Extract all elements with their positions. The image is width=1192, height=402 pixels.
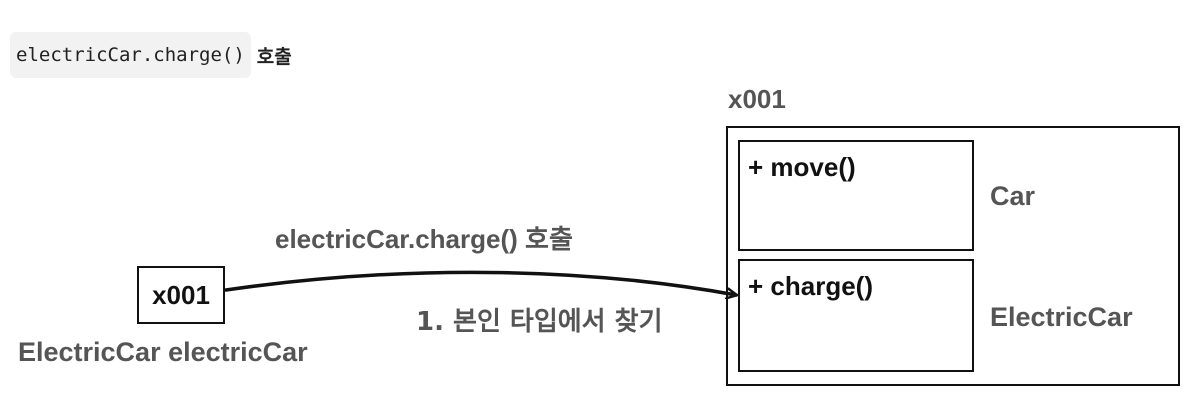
car-method-box: + move() [738, 140, 974, 251]
arrow-call-label: electricCar.charge() 호출 [275, 219, 573, 256]
call-arrow-path [224, 270, 736, 295]
heap-address-label: x001 [728, 84, 786, 114]
class-label-electriccar: ElectricCar [990, 302, 1133, 332]
arrow-call-code: electricCar.charge() [275, 224, 518, 254]
reference-value: x001 [152, 279, 210, 310]
inline-code: electricCar.charge() [10, 32, 251, 78]
caption-suffix: 호출 [256, 45, 292, 68]
method-move: + move() [748, 152, 856, 182]
step-label: 1. 본인 타입에서 찾기 [416, 307, 663, 337]
electriccar-method-box: + charge() [738, 259, 974, 372]
method-charge: + charge() [748, 271, 873, 301]
class-label-car: Car [990, 181, 1036, 211]
reference-value-box: x001 [137, 266, 225, 324]
arrow-call-suffix: 호출 [525, 225, 573, 255]
reference-declaration: ElectricCar electricCar [18, 337, 308, 367]
caption: electricCar.charge() 호출 [10, 32, 292, 78]
heap-instance-box [726, 126, 1180, 386]
